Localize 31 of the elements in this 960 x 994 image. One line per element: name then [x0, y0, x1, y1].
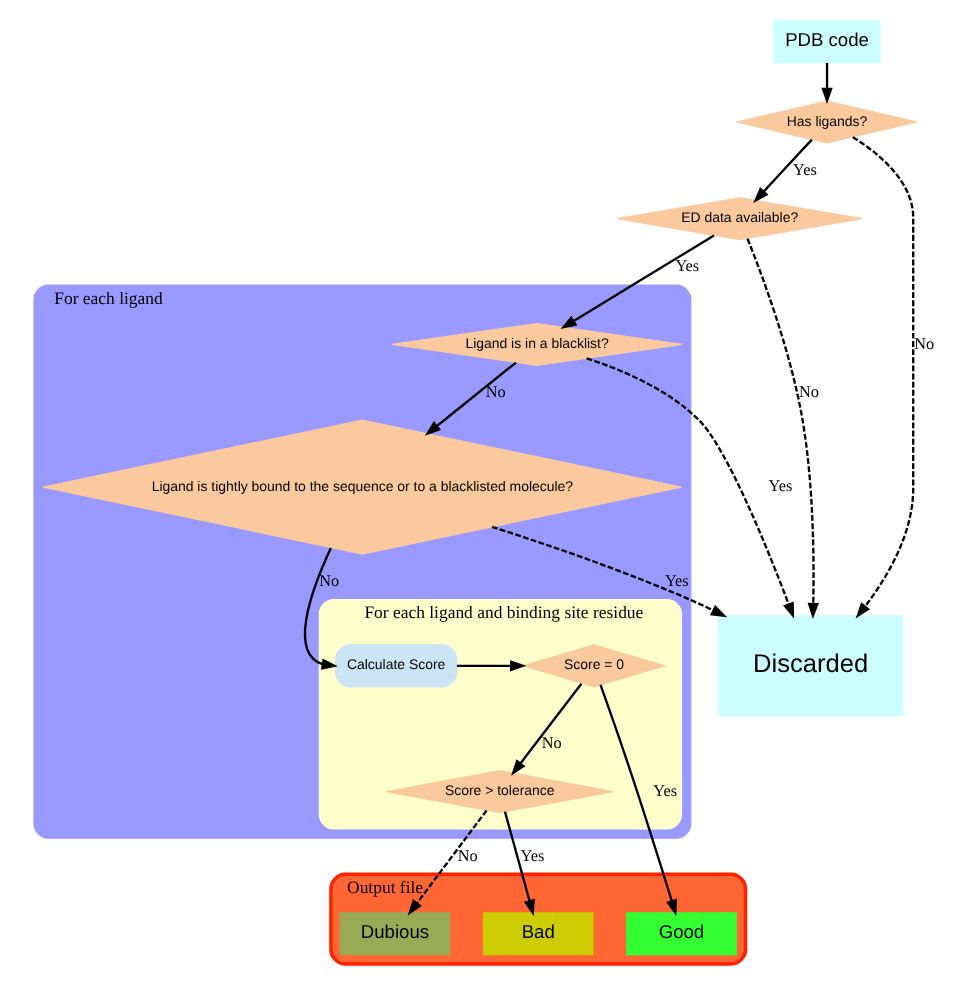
edge-label: No: [457, 846, 478, 865]
edge-label: No: [485, 383, 506, 402]
arrow: [503, 811, 535, 917]
arrow: [821, 62, 833, 105]
edge-label: No: [914, 334, 935, 353]
edge-label: Yes: [664, 571, 689, 590]
arrow: [599, 684, 678, 916]
arrow: [491, 525, 728, 618]
edge-label: No: [799, 383, 819, 402]
arrow: [753, 138, 813, 203]
node-box: Dubious: [339, 912, 451, 956]
arrow: [456, 660, 527, 672]
arrow: [560, 234, 715, 329]
arrow: [852, 136, 915, 619]
arrow: [407, 809, 488, 916]
arrow: [586, 357, 795, 619]
edge-label: No: [541, 733, 562, 752]
arrow: [511, 682, 583, 776]
node-box: PDB code: [773, 20, 881, 64]
arrow: [746, 238, 819, 620]
edge-label: Yes: [675, 257, 700, 276]
edge-label: Yes: [653, 781, 678, 800]
edge-label: Yes: [768, 477, 793, 496]
edge-label: No: [319, 571, 340, 590]
node-box: Bad: [482, 912, 594, 956]
arrow: [303, 547, 338, 670]
node-box: Discarded: [718, 615, 904, 717]
edge-label: Yes: [520, 846, 545, 865]
edge-label: Yes: [793, 160, 817, 179]
arrow: [424, 361, 517, 436]
node-box: Good: [626, 912, 737, 956]
